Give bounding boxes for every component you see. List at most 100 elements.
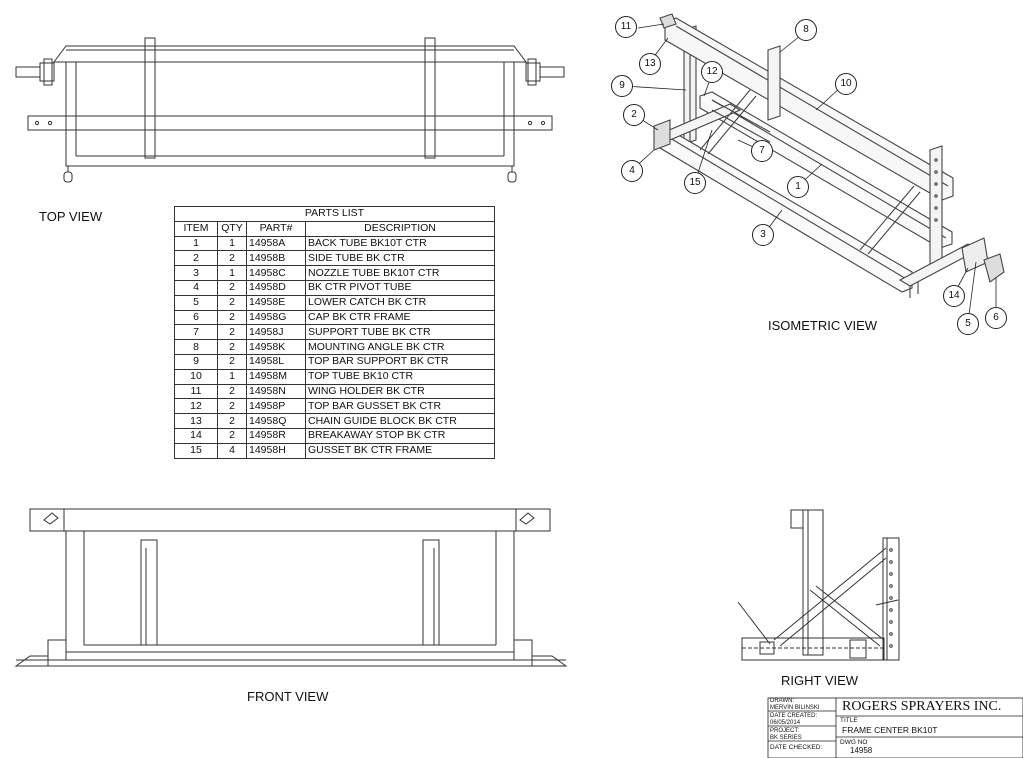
quantity: 2 bbox=[217, 398, 247, 415]
quantity: 1 bbox=[217, 368, 247, 385]
quantity: 2 bbox=[217, 279, 247, 296]
item-number: 12 bbox=[174, 398, 218, 415]
header-part: PART# bbox=[246, 220, 306, 237]
callout-balloon: 15 bbox=[684, 172, 706, 194]
item-number: 13 bbox=[174, 413, 218, 429]
description: CAP BK CTR FRAME bbox=[305, 309, 495, 326]
quantity: 1 bbox=[217, 265, 247, 281]
description: BACK TUBE BK10T CTR bbox=[305, 235, 495, 252]
item-number: 1 bbox=[174, 235, 218, 252]
part-number: 14958H bbox=[246, 442, 306, 459]
callout-balloon: 12 bbox=[701, 61, 723, 83]
quantity: 2 bbox=[217, 427, 247, 444]
item-number: 3 bbox=[174, 265, 218, 281]
callout-balloon: 13 bbox=[639, 53, 661, 75]
item-number: 9 bbox=[174, 353, 218, 370]
right-view-label: RIGHT VIEW bbox=[781, 673, 859, 688]
part-number: 14958Q bbox=[246, 413, 306, 429]
description: SIDE TUBE BK CTR bbox=[305, 250, 495, 267]
title-block-frame bbox=[767, 697, 1023, 758]
part-number: 14958M bbox=[246, 368, 306, 385]
parts-list-header-row: ITEM QTY PART# DESCRIPTION bbox=[174, 220, 495, 237]
drawn-value: MERVIN BILINSKI bbox=[770, 705, 820, 711]
quantity: 2 bbox=[217, 309, 247, 326]
part-number: 14958C bbox=[246, 265, 306, 281]
item-number: 14 bbox=[174, 427, 218, 444]
quantity: 2 bbox=[217, 353, 247, 370]
callout-balloon: 14 bbox=[943, 285, 965, 307]
part-number: 14958E bbox=[246, 294, 306, 311]
item-number: 7 bbox=[174, 324, 218, 341]
part-number: 14958R bbox=[246, 427, 306, 444]
quantity: 2 bbox=[217, 250, 247, 267]
callout-balloon: 7 bbox=[751, 140, 773, 162]
description: NOZZLE TUBE BK10T CTR bbox=[305, 265, 495, 281]
item-number: 11 bbox=[174, 383, 218, 400]
drawn-label: DRAWN: bbox=[770, 698, 795, 704]
project-value: BK SERIES bbox=[770, 735, 802, 741]
item-number: 15 bbox=[174, 442, 218, 459]
item-number: 8 bbox=[174, 339, 218, 355]
callout-balloon: 8 bbox=[795, 19, 817, 41]
part-number: 14958D bbox=[246, 279, 306, 296]
quantity: 2 bbox=[217, 413, 247, 429]
part-number: 14958K bbox=[246, 339, 306, 355]
part-number: 14958B bbox=[246, 250, 306, 267]
description: WING HOLDER BK CTR bbox=[305, 383, 495, 400]
item-number: 4 bbox=[174, 279, 218, 296]
part-number: 14958P bbox=[246, 398, 306, 415]
description: SUPPORT TUBE BK CTR bbox=[305, 324, 495, 341]
quantity: 2 bbox=[217, 294, 247, 311]
item-number: 10 bbox=[174, 368, 218, 385]
top-view-label: TOP VIEW bbox=[39, 209, 103, 224]
callout-balloon: 11 bbox=[615, 16, 637, 38]
description: TOP BAR SUPPORT BK CTR bbox=[305, 353, 495, 370]
right-view-drawing bbox=[737, 509, 900, 661]
callout-balloon: 2 bbox=[623, 104, 645, 126]
title-value: FRAME CENTER BK10T bbox=[842, 725, 938, 735]
item-number: 5 bbox=[174, 294, 218, 311]
isometric-drawing bbox=[653, 13, 1005, 298]
description: TOP TUBE BK10 CTR bbox=[305, 368, 495, 385]
isometric-view-label: ISOMETRIC VIEW bbox=[768, 318, 878, 333]
date-created-value: 06/05/2014 bbox=[770, 720, 801, 726]
part-number: 14958L bbox=[246, 353, 306, 370]
callout-balloon: 3 bbox=[752, 224, 774, 246]
project-label: PROJECT: bbox=[770, 728, 800, 734]
description: BREAKAWAY STOP BK CTR bbox=[305, 427, 495, 444]
part-number: 14958G bbox=[246, 309, 306, 326]
front-view-drawing bbox=[14, 508, 568, 667]
description: BK CTR PIVOT TUBE bbox=[305, 279, 495, 296]
quantity: 1 bbox=[217, 235, 247, 252]
header-item: ITEM bbox=[174, 220, 218, 237]
title-label: TITLE bbox=[840, 717, 858, 724]
part-number: 14958J bbox=[246, 324, 306, 341]
description: MOUNTING ANGLE BK CTR bbox=[305, 339, 495, 355]
parts-list-title: PARTS LIST bbox=[174, 206, 495, 222]
header-description: DESCRIPTION bbox=[305, 220, 495, 237]
item-number: 2 bbox=[174, 250, 218, 267]
description: LOWER CATCH BK CTR bbox=[305, 294, 495, 311]
dwg-number: 14958 bbox=[850, 746, 873, 755]
item-number: 6 bbox=[174, 309, 218, 326]
description: GUSSET BK CTR FRAME bbox=[305, 442, 495, 459]
callout-balloon: 10 bbox=[835, 73, 857, 95]
date-created-label: DATE CREATED: bbox=[770, 713, 818, 719]
callout-balloon: 9 bbox=[611, 75, 633, 97]
